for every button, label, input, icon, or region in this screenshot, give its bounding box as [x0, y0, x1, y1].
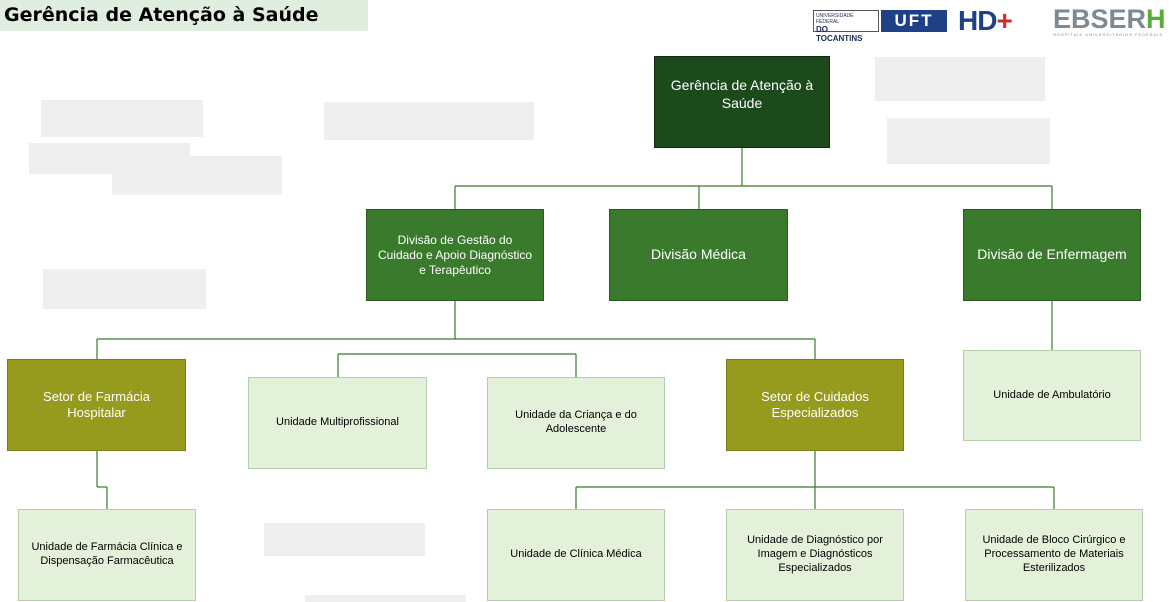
org-node-setor-cuidados-label: Setor de Cuidados Especializados: [761, 388, 869, 420]
ebserh-logo-sub: HOSPITAIS UNIVERSITÁRIOS FEDERAIS: [1053, 32, 1164, 37]
org-node-unid-clinica-medica-label: Unidade de Clínica Médica: [510, 548, 642, 561]
org-node-root-label: Gerência de Atenção à Saúde: [670, 77, 814, 111]
org-node-root: Gerência de Atenção à Saúde: [654, 56, 830, 148]
ebserh-logo-main: EBSER: [1053, 4, 1147, 34]
org-node-setor-farmacia-label: Setor de Farmácia Hospitalar: [43, 388, 150, 420]
org-node-unid-farmacia-clinica: Unidade de Farmácia Clínica e Dispensaçã…: [18, 509, 196, 601]
uft-logo-text: UNIVERSIDADE FEDERAL DO TOCANTINS: [813, 10, 879, 43]
org-node-unid-multi: Unidade Multiprofissional: [248, 377, 427, 469]
org-node-setor-farmacia: Setor de Farmácia Hospitalar: [7, 359, 186, 451]
placeholder-block: [43, 269, 206, 309]
org-node-div-medica: Divisão Médica: [609, 209, 788, 301]
org-node-unid-crianca-label: Unidade da Criança e do Adolescente: [515, 409, 637, 435]
placeholder-block: [305, 595, 466, 602]
logos-bar: UNIVERSIDADE FEDERAL DO TOCANTINS UFT HD…: [810, 0, 1174, 43]
org-node-unid-multi-label: Unidade Multiprofissional: [276, 416, 399, 429]
org-node-unid-ambulatorio-label: Unidade de Ambulatório: [993, 388, 1111, 401]
org-node-unid-diagnostico-label: Unidade de Diagnóstico por Imagem e Diag…: [747, 534, 883, 574]
placeholder-block: [887, 118, 1050, 164]
hdt-logo: HD+: [958, 5, 1038, 36]
hdt-logo-plus: +: [996, 5, 1012, 36]
org-node-unid-bloco-label: Unidade de Bloco Cirúrgico e Processamen…: [982, 534, 1126, 574]
org-node-unid-ambulatorio: Unidade de Ambulatório: [963, 350, 1141, 441]
org-node-div-gestao: Divisão de Gestão do Cuidado e Apoio Dia…: [366, 209, 544, 301]
org-node-div-gestao-label: Divisão de Gestão do Cuidado e Apoio Dia…: [377, 232, 533, 277]
hdt-logo-mark: HD: [958, 5, 997, 36]
org-node-unid-clinica-medica: Unidade de Clínica Médica: [487, 509, 665, 601]
org-node-unid-crianca: Unidade da Criança e do Adolescente: [487, 377, 665, 469]
org-node-unid-diagnostico: Unidade de Diagnóstico por Imagem e Diag…: [726, 509, 904, 601]
org-node-div-enfermagem: Divisão de Enfermagem: [963, 209, 1141, 301]
org-node-div-medica-label: Divisão Médica: [651, 246, 746, 263]
placeholder-block: [41, 100, 203, 137]
org-node-unid-bloco: Unidade de Bloco Cirúrgico e Processamen…: [965, 509, 1143, 601]
uft-logo-line2: DO TOCANTINS: [816, 25, 863, 43]
placeholder-block: [112, 156, 282, 195]
placeholder-block: [264, 523, 425, 556]
placeholder-block: [875, 57, 1045, 101]
org-node-div-enfermagem-label: Divisão de Enfermagem: [977, 246, 1127, 263]
org-node-setor-cuidados: Setor de Cuidados Especializados: [726, 359, 904, 451]
ebserh-logo: EBSERH HOSPITAIS UNIVERSITÁRIOS FEDERAIS: [1053, 4, 1174, 38]
uft-logo-mark: UFT: [881, 10, 947, 32]
ebserh-logo-h: H: [1146, 4, 1166, 34]
uft-logo-line1: UNIVERSIDADE FEDERAL: [816, 13, 854, 25]
placeholder-block: [324, 102, 534, 140]
uft-logo: UNIVERSIDADE FEDERAL DO TOCANTINS UFT: [813, 10, 947, 43]
page-title: Gerência de Atenção à Saúde: [0, 0, 368, 31]
org-node-unid-farmacia-clinica-label: Unidade de Farmácia Clínica e Dispensaçã…: [31, 541, 183, 567]
